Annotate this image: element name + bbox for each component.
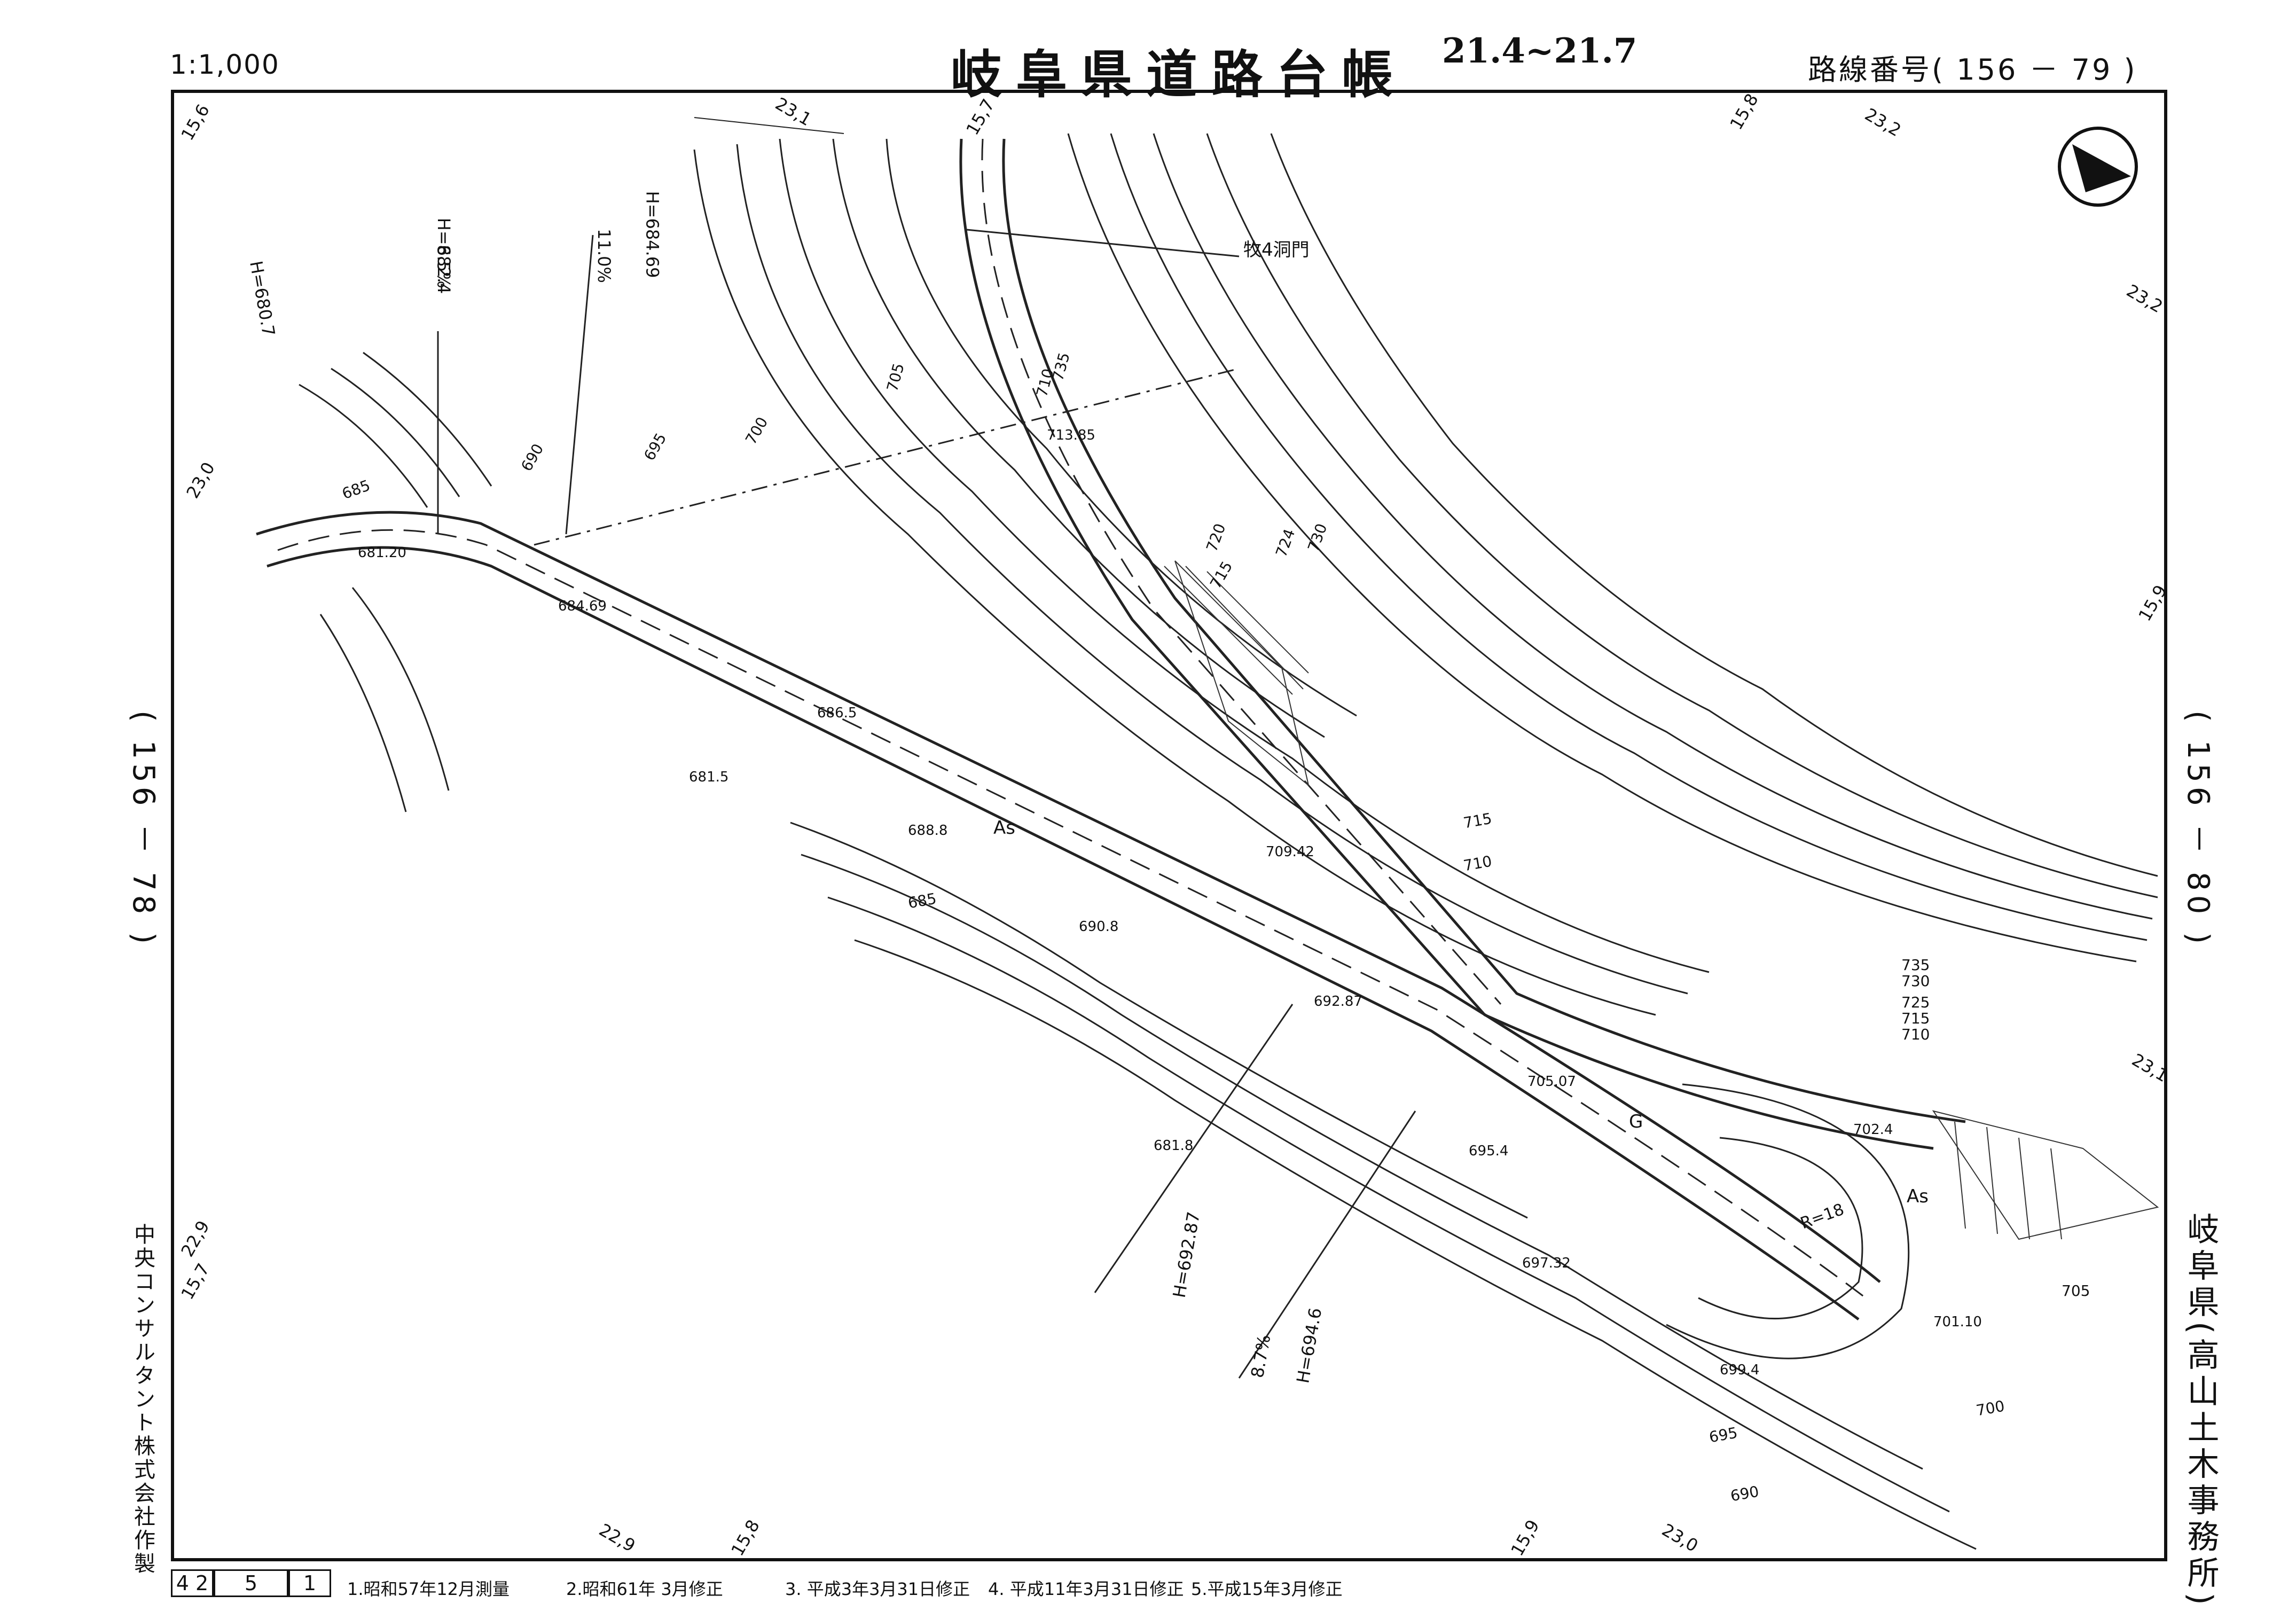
height-label: 11.0% <box>593 229 614 283</box>
map-scale: 1:1,000 <box>170 49 280 80</box>
spot-elevation-label: 713.85 <box>1047 427 1095 443</box>
page-title: 岐阜県道路台帳 <box>951 44 1407 105</box>
adjacent-sheet-right: ( 156 － 80 ) <box>2181 710 2215 949</box>
contour-label: 710 <box>1901 1026 1930 1043</box>
surface-label: As <box>993 817 1015 839</box>
revision-note: 1.昭和57年12月測量 <box>347 1579 510 1599</box>
spot-elevation-label: 684.69 <box>558 598 607 614</box>
spot-elevation-label: 681.20 <box>358 545 406 561</box>
north-arrow-icon <box>2058 127 2138 207</box>
spot-elevation-label: 701.10 <box>1933 1314 1982 1330</box>
height-label: 8.5% <box>433 245 454 288</box>
spot-elevation-label: 690.8 <box>1079 919 1119 935</box>
revision-note: 3. 平成3年3月31日修正 <box>785 1579 970 1599</box>
maker-name: 中央コンサルタント株式会社作製 <box>130 1223 155 1576</box>
contour-label: 715 <box>1901 1010 1930 1027</box>
sheet-box: 5 <box>214 1569 288 1597</box>
surface-label: As <box>1907 1186 1929 1207</box>
height-label: H=684.69 <box>642 191 663 278</box>
spot-elevation-label: 702.4 <box>1853 1122 1893 1138</box>
spot-elevation-label: 692.87 <box>1314 994 1362 1010</box>
adjacent-sheet-left: ( 156 － 78 ) <box>126 710 161 949</box>
contour-label: 725 <box>1901 994 1930 1011</box>
contour-label: 735 <box>1901 956 1930 974</box>
spot-elevation-label: 699.4 <box>1720 1362 1760 1378</box>
route-number: 路線番号( 156 － 79 ) <box>1808 53 2137 87</box>
spot-elevation-label: 697.32 <box>1522 1255 1571 1271</box>
tunnel-gate-label: 牧4洞門 <box>1243 239 1310 261</box>
surface-label: G <box>1629 1111 1643 1132</box>
spot-elevation-label: 681.8 <box>1154 1138 1194 1154</box>
revision-note: 5.平成15年3月修正 <box>1191 1579 1343 1599</box>
spot-elevation-label: 686.5 <box>817 705 857 721</box>
revision-note: 4. 平成11年3月31日修正 <box>988 1579 1184 1599</box>
sheet-box: 4 2 <box>171 1569 214 1597</box>
map-frame <box>171 90 2167 1561</box>
office-name: 岐阜県(高山土木事務所) <box>2182 1213 2219 1609</box>
contour-label: 730 <box>1901 972 1930 990</box>
contour-label: 705 <box>2062 1282 2090 1300</box>
spot-elevation-label: 695.4 <box>1469 1143 1509 1159</box>
spot-elevation-label: 688.8 <box>908 823 948 839</box>
revision-note: 2.昭和61年 3月修正 <box>566 1579 723 1599</box>
spot-elevation-label: 681.5 <box>689 769 729 785</box>
survey-period: 21.4~21.7 <box>1442 31 1637 71</box>
spot-elevation-label: 705.07 <box>1527 1074 1576 1090</box>
sheet-box: 1 <box>288 1569 331 1597</box>
spot-elevation-label: 709.42 <box>1266 844 1314 860</box>
